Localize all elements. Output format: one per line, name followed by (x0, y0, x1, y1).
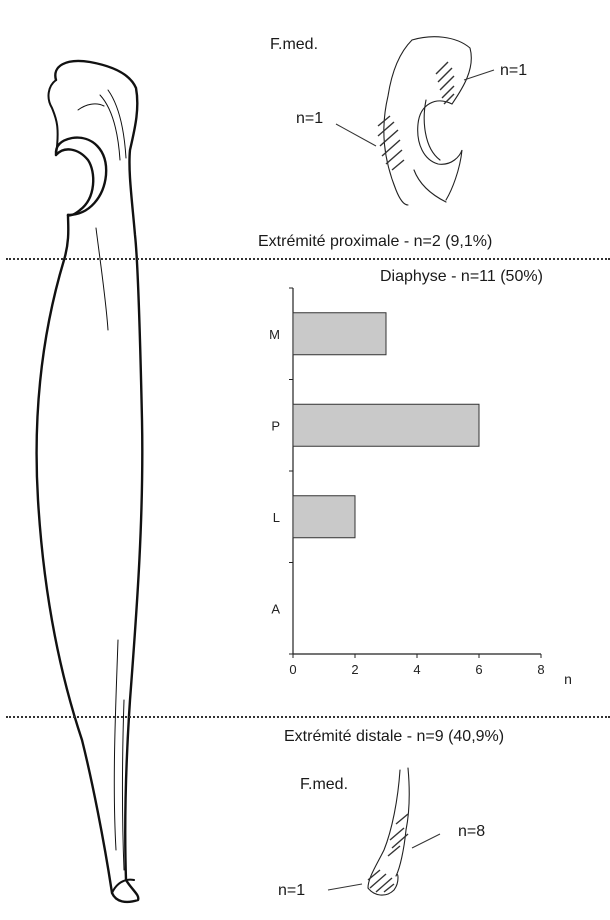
proximal-count-upper: n=1 (500, 62, 528, 79)
proximal-count-lower: n=1 (296, 110, 324, 127)
distal-detail-sketch (367, 767, 410, 896)
bar-m (292, 312, 387, 356)
x-tick-label: 0 (289, 662, 296, 677)
diaphysis-section-label: Diaphyse - n=11 (50%) (380, 268, 543, 285)
bar-p (292, 403, 480, 447)
distal-section-label: Extrémité distale - n=9 (40,9%) (284, 728, 505, 745)
bar-l (292, 495, 356, 539)
distal-hatch-upper (387, 813, 409, 857)
category-label-a: A (271, 601, 280, 616)
diaphysis-distal-divider (6, 716, 610, 718)
x-tick-label: 8 (537, 662, 544, 677)
diaphysis-bar-chart: M P L A 0 2 4 6 8 n (269, 287, 572, 687)
proximal-hatch-upper (435, 61, 455, 105)
proximal-hatch-lower (377, 115, 405, 171)
proximal-view-label: F.med. (270, 36, 319, 53)
distal-leader-lines (327, 833, 441, 891)
category-label-p: P (271, 418, 280, 433)
ulna-drawing (35, 59, 144, 904)
x-axis-label: n (564, 671, 572, 687)
x-tick-label: 2 (351, 662, 358, 677)
distal-view-label: F.med. (300, 776, 349, 793)
proximal-leader-lines (335, 69, 495, 147)
category-label-l: L (273, 510, 280, 525)
x-tick-label: 6 (475, 662, 482, 677)
distal-hatch-lower (367, 869, 395, 893)
distal-count-lower: n=1 (278, 882, 306, 899)
category-label-m: M (269, 327, 280, 342)
x-tick-label: 4 (413, 662, 420, 677)
proximal-diaphysis-divider (6, 258, 610, 260)
proximal-section-label: Extrémité proximale - n=2 (9,1%) (258, 233, 493, 250)
distal-count-upper: n=8 (458, 823, 486, 840)
proximal-detail-sketch (383, 36, 472, 206)
